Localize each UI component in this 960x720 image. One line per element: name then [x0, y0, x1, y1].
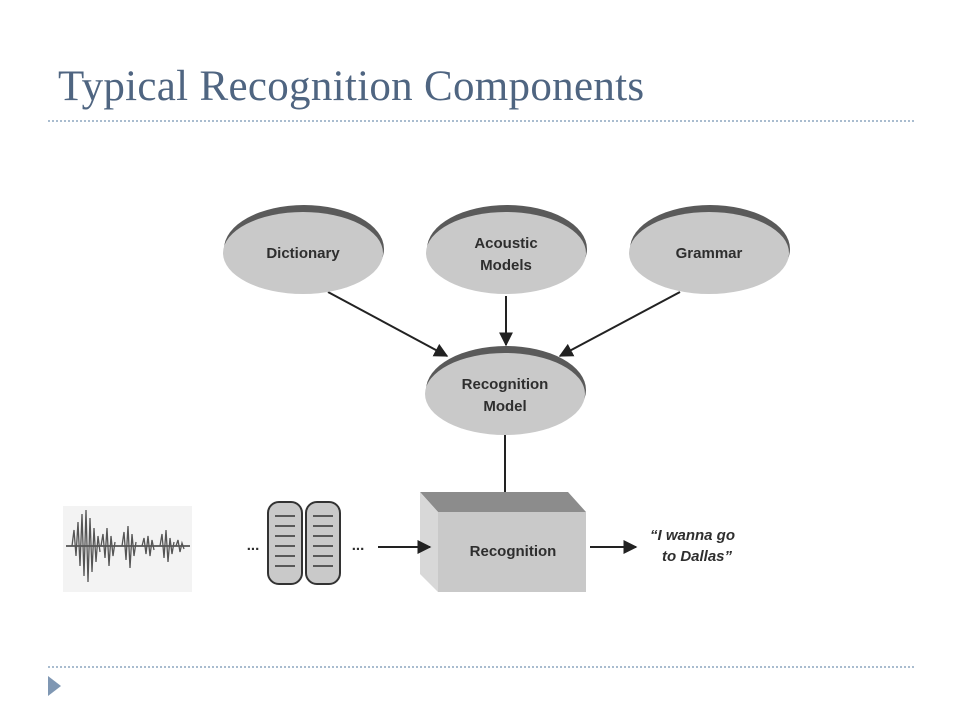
output-text-line-2: to Dallas” [662, 548, 733, 565]
grammar-node: Grammar [629, 205, 790, 294]
arrow-dictionary-to-model [327, 291, 449, 357]
dictionary-label: Dictionary [266, 245, 340, 262]
speech-waveform-image [63, 506, 192, 592]
recognition-model-label-line-2: Model [483, 398, 526, 415]
acoustic-models-node: Acoustic Models [426, 205, 587, 294]
feature-frame-1 [267, 501, 303, 585]
recognition-label: Recognition [470, 543, 557, 560]
acoustic-models-label-line-1: Acoustic [474, 235, 537, 252]
feature-ellipsis-left: ... [247, 537, 260, 554]
output-text-line-1: “I wanna go [650, 527, 735, 544]
dictionary-node: Dictionary [223, 205, 384, 294]
feature-frame-2 [305, 501, 341, 585]
slide-title: Typical Recognition Components [58, 63, 645, 110]
title-divider [48, 120, 914, 122]
recognition-box: Recognition [420, 492, 586, 592]
feature-ellipsis-right: ... [352, 537, 365, 554]
arrow-grammar-to-model [558, 291, 681, 357]
recognition-model-label-line-1: Recognition [462, 376, 549, 393]
grammar-label: Grammar [676, 245, 743, 262]
acoustic-models-label-line-2: Models [480, 257, 532, 274]
bullet-arrow-icon [48, 676, 61, 696]
footer-divider [48, 666, 914, 668]
recognition-model-node: Recognition Model [425, 346, 586, 435]
